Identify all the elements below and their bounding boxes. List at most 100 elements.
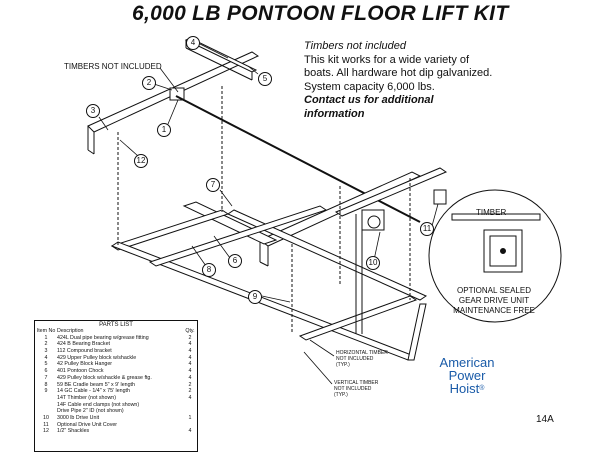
callout-2: 2	[142, 76, 156, 90]
part-item-number: 6	[44, 368, 48, 375]
horizontal-timber-line-2: NOT INCLUDED	[336, 356, 374, 362]
part-qty: 4	[188, 354, 192, 361]
part-item-number: 11	[43, 421, 49, 428]
lift-cables	[117, 86, 411, 332]
parts-list-row: 12 1/2" Shackles 4	[35, 428, 197, 435]
part-qty: 4	[188, 394, 192, 401]
parts-list-row: 14T Thimber (not shown) 4	[35, 395, 197, 402]
part-item-number: 5	[44, 361, 48, 368]
logo-registered-mark: ®	[479, 385, 485, 392]
callout-8: 8	[202, 263, 216, 277]
horizontal-timber-line-3: (TYP.)	[336, 362, 350, 368]
part-item-number: 8	[44, 381, 48, 388]
part-item-number: 1	[44, 334, 48, 341]
inset-caption-line-2: GEAR DRIVE UNIT	[458, 296, 530, 305]
intro-line-6: information	[304, 107, 365, 120]
part-qty: 2	[188, 388, 192, 395]
parts-list-row: 14F Cable end clamps (not shown)	[35, 402, 197, 409]
part-description: 14T Thimber (not shown)	[57, 394, 116, 401]
horizontal-timber-label: HORIZONTAL TIMBER NOT INCLUDED (TYP.)	[336, 350, 388, 368]
part-qty: 4	[188, 361, 192, 368]
inset-caption-line-1: OPTIONAL SEALED	[457, 286, 531, 295]
part-item-number: 4	[44, 354, 48, 361]
callout-4: 4	[186, 36, 200, 50]
part-qty: 4	[188, 374, 192, 381]
part-qty: 1	[188, 414, 192, 421]
part-item-number: 9	[44, 388, 48, 395]
vertical-timber-line-1: VERTICAL TIMBER	[334, 380, 379, 386]
intro-line-4: System capacity 6,000 lbs.	[304, 80, 435, 93]
intro-line-2: This kit works for a wide variety of	[304, 53, 470, 66]
parts-list-row: 9 14 GC Cable - 1/4" x 75' length 2	[35, 388, 197, 395]
callout-11: 11	[420, 222, 434, 236]
callout-6: 6	[228, 254, 242, 268]
parts-list-row: 3 112 Compound bracket 4	[35, 348, 197, 355]
inset-caption-line-3: MAINTENANCE FREE	[453, 306, 535, 315]
header-description: Description	[57, 328, 84, 334]
part-item-number: 2	[44, 341, 48, 348]
part-item-number: 3	[44, 348, 48, 355]
part-item-number: 10	[43, 414, 49, 421]
vertical-timber-line-3: (TYP.)	[334, 392, 348, 398]
american-power-hoist-logo: American Power Hoist®	[422, 356, 512, 395]
parts-list-row: 4 429 Upper Pulley block w/shackle 4	[35, 355, 197, 362]
header-item: Item No	[36, 328, 56, 334]
inset-caption: OPTIONAL SEALED GEAR DRIVE UNIT MAINTENA…	[430, 286, 558, 316]
part-description: 14 GC Cable - 1/4" x 75' length	[57, 388, 130, 395]
part-qty	[183, 408, 197, 415]
callout-1: 1	[157, 123, 171, 137]
part-item-number	[35, 402, 57, 409]
part-qty: 4	[188, 341, 192, 348]
bearing-bracket	[169, 87, 185, 101]
parts-list-row: Drive Pipe 2" ID (not shown)	[35, 408, 197, 415]
part-description: 429 Pulley block w/shackle & grease ftg.	[57, 374, 152, 381]
part-description: Drive Pipe 2" ID (not shown)	[57, 408, 124, 415]
part-description: 401 Pontoon Chock	[57, 368, 104, 375]
callout-10: 10	[366, 256, 380, 270]
part-qty: 2	[188, 381, 192, 388]
logo-line-1: American	[439, 355, 495, 370]
part-item-number: 12	[43, 428, 49, 435]
part-description: 3000 lb Drive Unit	[57, 414, 100, 421]
part-qty: 4	[188, 368, 192, 375]
callout-3: 3	[86, 104, 100, 118]
page-title: 6,000 LB PONTOON FLOOR LIFT KIT	[132, 2, 509, 25]
part-qty: 4	[188, 428, 192, 435]
parts-list-row: 11 Optional Drive Unit Cover	[35, 422, 197, 429]
inset-detail	[428, 189, 562, 323]
vertical-timber-line-2: NOT INCLUDED	[334, 386, 372, 392]
cradle-frame	[110, 205, 428, 361]
callout-5: 5	[258, 72, 272, 86]
callout-7: 7	[206, 178, 220, 192]
part-item-number	[35, 395, 57, 402]
part-description: 14F Cable end clamps (not shown)	[57, 401, 140, 408]
part-description: 429 Upper Pulley block w/shackle	[57, 354, 137, 361]
part-qty	[183, 402, 197, 409]
timbers-not-included-label: TIMBERS NOT INCLUDED	[64, 62, 162, 71]
inset-timber-label: TIMBER	[476, 208, 507, 217]
part-description: Optional Drive Unit Cover	[57, 421, 118, 428]
vertical-timber-label: VERTICAL TIMBER NOT INCLUDED (TYP.)	[334, 380, 378, 398]
part-qty: 4	[188, 348, 192, 355]
figure-number: 14A	[536, 414, 554, 425]
intro-line-3: boats. All hardware hot dip galvanized.	[304, 67, 493, 79]
vertical-timber-posts	[355, 214, 363, 334]
intro-line-5: Contact us for additional	[304, 94, 434, 106]
part-description: 1/2" Shackles	[57, 428, 90, 435]
part-description: 112 Compound bracket	[57, 348, 112, 355]
callout-9: 9	[248, 290, 262, 304]
intro-line-1: Timbers not included	[304, 40, 407, 52]
intro-text: Timbers not included This kit works for …	[304, 40, 514, 121]
logo-line-3: Hoist	[449, 381, 480, 396]
header-qty: Qty.	[185, 328, 195, 334]
part-qty: 2	[188, 334, 192, 341]
part-qty	[183, 422, 197, 429]
part-description: 59 BE Cradle beam 5" x 9' length	[57, 381, 135, 388]
